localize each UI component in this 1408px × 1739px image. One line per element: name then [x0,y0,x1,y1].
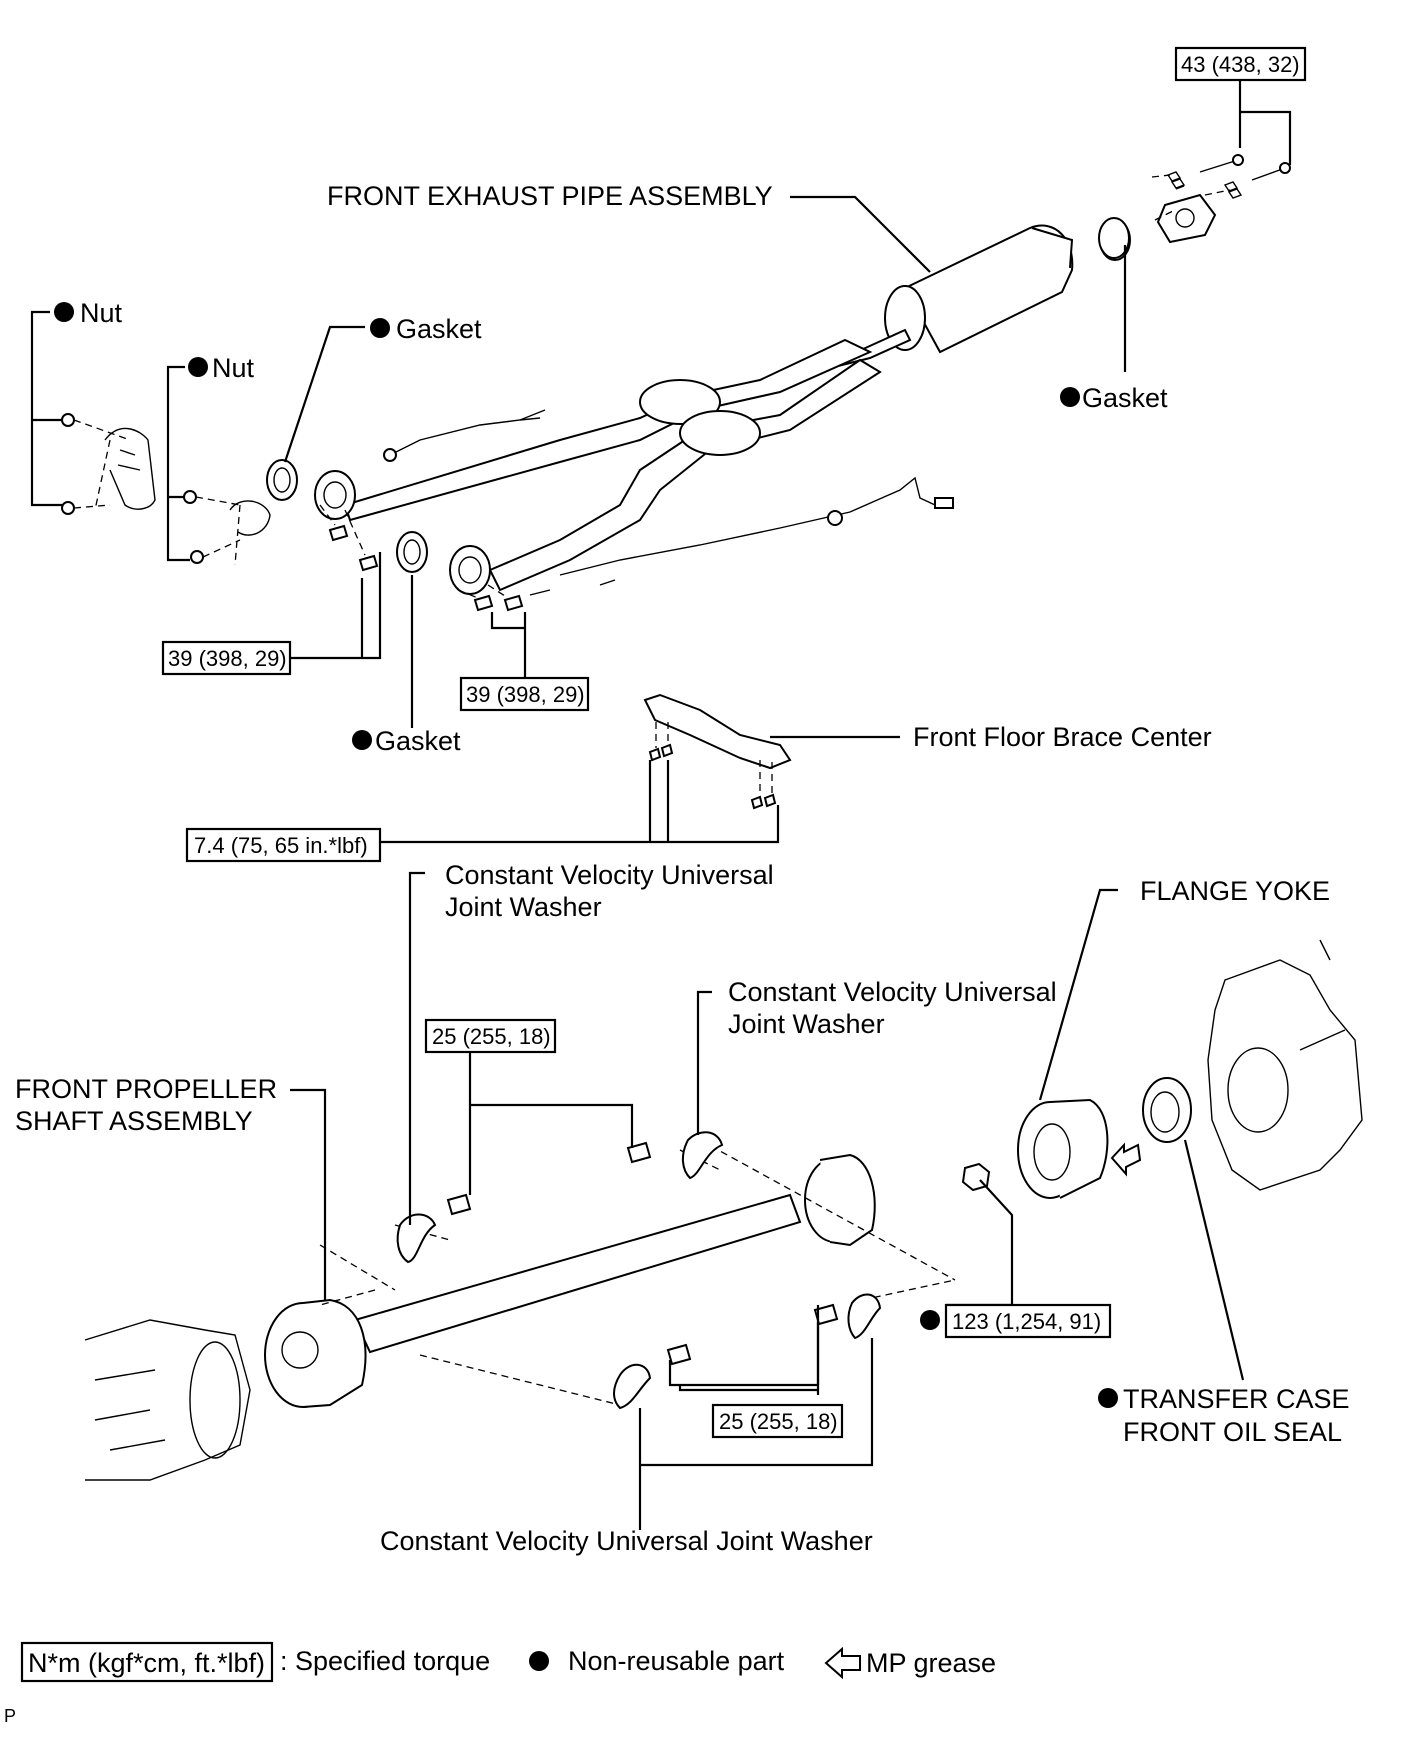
torque-25-top-text: 25 (255, 18) [432,1024,551,1049]
nonreusable-dot [1060,387,1080,407]
torque-123-text: 123 (1,254, 91) [952,1309,1101,1334]
legend-torque-text: : Specified torque [280,1646,490,1676]
nonreusable-dot [370,318,390,338]
flange-yoke-label: FLANGE YOKE [1140,876,1330,906]
torque-box-25-top [424,1018,557,1054]
torque-25-bottom-text: 25 (255, 18) [719,1409,838,1434]
torque-box-43 [1174,46,1307,82]
nut-outer-label: Nut [80,298,123,328]
nonreusable-dot [920,1310,940,1330]
front-floor-brace-drawing [643,693,792,810]
front-exhaust-pipe-drawing [266,154,1291,596]
corner-code: P [4,1706,16,1726]
legend: N*m (kgf*cm, ft.*lbf) : Specified torque… [20,1641,996,1683]
grease-arrow-icon [824,1646,861,1680]
front-propeller-label-line1: FRONT PROPELLER [15,1074,277,1104]
legend-torque-box [20,1641,274,1683]
front-exhaust-pipe-label: FRONT EXHAUST PIPE ASSEMBLY [327,181,773,211]
torque-box-25-bottom [711,1403,844,1439]
nut-inner-label: Nut [212,353,255,383]
gasket-upper-left-label: Gasket [396,314,482,344]
legend-torque-units: N*m (kgf*cm, ft.*lbf) [28,1648,265,1678]
transfer-seal-label-line1: TRANSFER CASE [1123,1384,1350,1414]
propeller-shaft-drawing [84,939,1363,1481]
legend-grease-text: MP grease [866,1648,996,1678]
torque-box-39-left [161,640,292,676]
gasket-right-label: Gasket [1082,383,1168,413]
cv-washer-bottom-label: Constant Velocity Universal Joint Washer [380,1526,873,1556]
transfer-seal-label-line2: FRONT OIL SEAL [1123,1417,1342,1447]
nonreusable-dot [352,730,372,750]
manifold-stubs [61,413,524,612]
front-floor-brace-label: Front Floor Brace Center [913,722,1212,752]
cv-washer-top-label-line1: Constant Velocity Universal [445,860,774,890]
cv-washer-mid-label-line2: Joint Washer [728,1009,885,1039]
legend-nonreusable-dot [529,1651,549,1671]
torque-box-123 [944,1303,1112,1339]
cv-washer-top-label-line2: Joint Washer [445,892,602,922]
torque-box-74 [185,827,382,863]
torque-39-left-text: 39 (398, 29) [168,646,287,671]
torque-43-text: 43 (438, 32) [1181,52,1300,77]
legend-nonreusable-text: Non-reusable part [568,1646,785,1676]
torque-39-mid-text: 39 (398, 29) [466,682,585,707]
leader-lines [30,80,1292,1530]
cv-washer-mid-label-line1: Constant Velocity Universal [728,977,1057,1007]
torque-box-39-mid [459,676,590,712]
torque-74-text: 7.4 (75, 65 in.*lbf) [194,833,368,858]
nonreusable-dot [54,302,74,322]
nonreusable-dot [1098,1388,1118,1408]
gasket-lower-label: Gasket [375,726,461,756]
nonreusable-dot [188,357,208,377]
front-propeller-label-line2: SHAFT ASSEMBLY [15,1106,253,1136]
